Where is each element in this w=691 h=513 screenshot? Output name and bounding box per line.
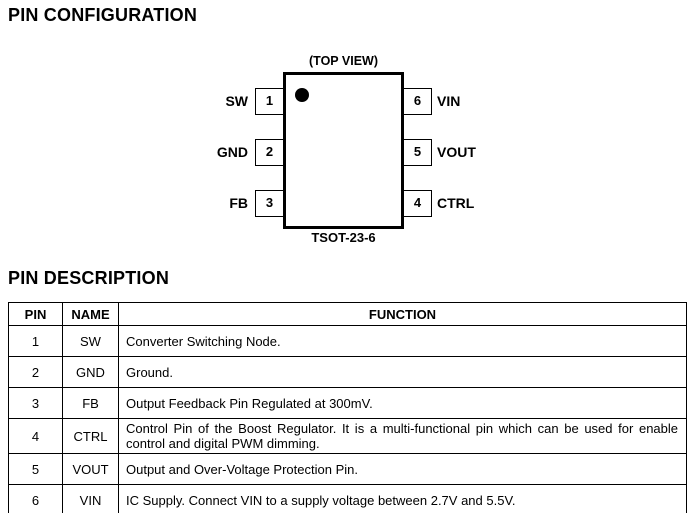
cell-name: VOUT — [62, 453, 119, 485]
cell-function: Output Feedback Pin Regulated at 300mV. — [118, 387, 687, 419]
pin-configuration-diagram: (TOP VIEW) SW 1 GND 2 FB 3 6 VIN 5 VOUT … — [216, 54, 476, 245]
pin-label-vout: VOUT — [437, 144, 476, 160]
pin-description-title: PIN DESCRIPTION — [8, 268, 170, 288]
cell-pin: 5 — [8, 453, 63, 485]
table-row: 5 VOUT Output and Over-Voltage Protectio… — [8, 453, 687, 485]
cell-pin: 1 — [8, 325, 63, 357]
cell-pin: 2 — [8, 356, 63, 388]
pin-label-fb: FB — [229, 195, 248, 211]
package-name-label: TSOT-23-6 — [311, 230, 376, 245]
table-row: 3 FB Output Feedback Pin Regulated at 30… — [8, 387, 687, 419]
cell-function: Output and Over-Voltage Protection Pin. — [118, 453, 687, 485]
header-name: NAME — [62, 302, 119, 326]
table-header-row: PIN NAME FUNCTION — [8, 302, 687, 326]
header-pin: PIN — [8, 302, 63, 326]
table-row: 2 GND Ground. — [8, 356, 687, 388]
pin-label-gnd: GND — [216, 144, 248, 160]
cell-pin: 4 — [8, 418, 63, 454]
pin-label-ctrl: CTRL — [437, 195, 475, 211]
cell-function: Control Pin of the Boost Regulator. It i… — [118, 418, 687, 454]
cell-name: GND — [62, 356, 119, 388]
pin-box-1: 1 — [255, 88, 284, 115]
pin1-indicator-dot — [295, 88, 309, 102]
pin-box-3: 3 — [255, 190, 284, 217]
top-view-label: (TOP VIEW) — [309, 54, 378, 68]
cell-pin: 3 — [8, 387, 63, 419]
pin-label-vin: VIN — [437, 93, 461, 109]
table-row: 4 CTRL Control Pin of the Boost Regulato… — [8, 418, 687, 454]
pin-description-table-container: PIN NAME FUNCTION 1 SW Converter Switchi… — [8, 302, 687, 513]
cell-name: FB — [62, 387, 119, 419]
cell-name: CTRL — [62, 418, 119, 454]
pin-box-4: 4 — [403, 190, 432, 217]
table-row: 1 SW Converter Switching Node. — [8, 325, 687, 357]
pin-configuration-title: PIN CONFIGURATION — [8, 5, 198, 25]
cell-function: Converter Switching Node. — [118, 325, 687, 357]
cell-function: Ground. — [118, 356, 687, 388]
table-row: 6 VIN IC Supply. Connect VIN to a supply… — [8, 484, 687, 513]
header-function: FUNCTION — [118, 302, 687, 326]
chip-package-body — [283, 72, 404, 229]
pin-label-sw: SW — [225, 93, 248, 109]
pin-description-table: PIN NAME FUNCTION 1 SW Converter Switchi… — [8, 302, 687, 513]
cell-pin: 6 — [8, 484, 63, 513]
cell-name: SW — [62, 325, 119, 357]
cell-name: VIN — [62, 484, 119, 513]
cell-function: IC Supply. Connect VIN to a supply volta… — [118, 484, 687, 513]
pin-box-5: 5 — [403, 139, 432, 166]
pin-box-2: 2 — [255, 139, 284, 166]
pin-box-6: 6 — [403, 88, 432, 115]
